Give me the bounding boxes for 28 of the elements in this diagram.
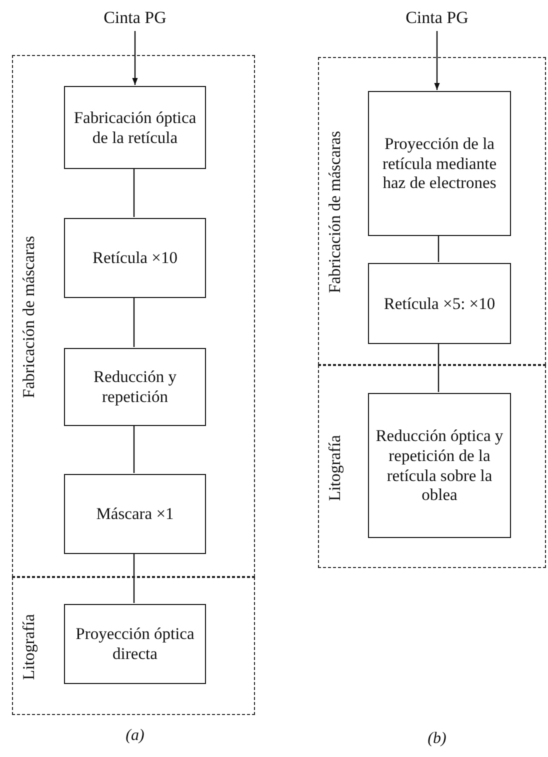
connector-line	[133, 169, 135, 217]
arrow	[434, 31, 440, 90]
process-box: Retícula ×5: ×10	[368, 263, 511, 344]
process-box: Máscara ×1	[64, 474, 206, 554]
panel-label: (a)	[126, 727, 144, 745]
dashed-group-region	[318, 365, 546, 568]
panel-label: (b)	[428, 730, 446, 748]
dashed-group-region	[12, 55, 255, 577]
arrow	[132, 31, 138, 85]
process-box: Reducción y repetición	[64, 348, 206, 426]
process-box: Proyección de la retícula mediante haz de electrones	[368, 91, 511, 236]
group-title: Litografía	[325, 434, 345, 500]
dashed-group-region	[318, 57, 546, 365]
source-label: Cinta PG	[397, 8, 477, 30]
connector-line	[133, 298, 135, 347]
connector-line	[133, 554, 135, 603]
group-title: Fabricación de máscaras	[19, 236, 39, 398]
source-label: Cinta PG	[95, 8, 175, 30]
process-box: Reducción óptica y repetición de la retícula sobre la oblea	[368, 393, 511, 538]
connector-line	[133, 426, 135, 473]
connector-line	[438, 236, 440, 262]
group-title: Fabricación de máscaras	[325, 130, 345, 294]
group-title: Litografía	[19, 614, 39, 680]
dashed-group-region	[12, 577, 255, 715]
process-box: Fabricación óptica de la retícula	[64, 86, 206, 169]
connector-line	[438, 344, 440, 392]
process-box: Proyección óptica directa	[64, 604, 206, 684]
process-box: Retícula ×10	[64, 218, 206, 298]
